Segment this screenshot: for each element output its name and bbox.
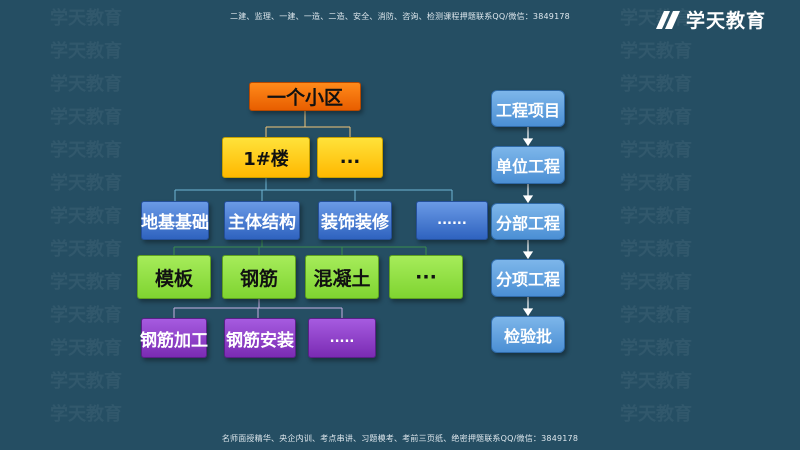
level3-node-rebar: 钢筋: [222, 255, 296, 299]
level2-node-decoration: 装饰装修: [318, 201, 392, 240]
level2-node-more: ......: [416, 201, 488, 240]
level2-node-foundation: 地基基础: [141, 201, 209, 240]
header-contact-text: 二建、监理、一建、一造、二造、安全、消防、咨询、检测课程押题联系QQ/微信：38…: [230, 12, 570, 21]
flow-step-inspection-lot: 检验批: [491, 316, 565, 353]
flow-step-unit-work: 单位工程: [491, 146, 565, 184]
level4-node-more: .....: [308, 318, 376, 358]
level3-node-more: ···: [389, 255, 463, 299]
footer-contact-text: 名师面授精华、央企内训、考点串讲、习题模考、考前三页纸、绝密押题联系QQ/微信：…: [221, 434, 579, 443]
level1-node-building: 1#楼: [222, 137, 310, 178]
level2-node-main-structure: 主体结构: [224, 201, 300, 240]
level4-node-rebar-installation: 钢筋安装: [224, 318, 296, 358]
logo-text: 学天教育: [686, 10, 767, 32]
level4-node-rebar-processing: 钢筋加工: [140, 318, 208, 358]
logo-mark-icon: [656, 10, 680, 29]
level3-node-formwork: 模板: [137, 255, 211, 299]
flow-step-subdivision-work: 分项工程: [491, 259, 565, 297]
flow-step-project: 工程项目: [491, 90, 565, 127]
root-node: 一个小区: [249, 82, 361, 111]
level1-node-more: ...: [317, 137, 383, 178]
level3-node-concrete: 混凝土: [305, 255, 379, 299]
flow-step-division-work: 分部工程: [491, 203, 565, 240]
brand-logo: 学天教育: [656, 6, 766, 33]
